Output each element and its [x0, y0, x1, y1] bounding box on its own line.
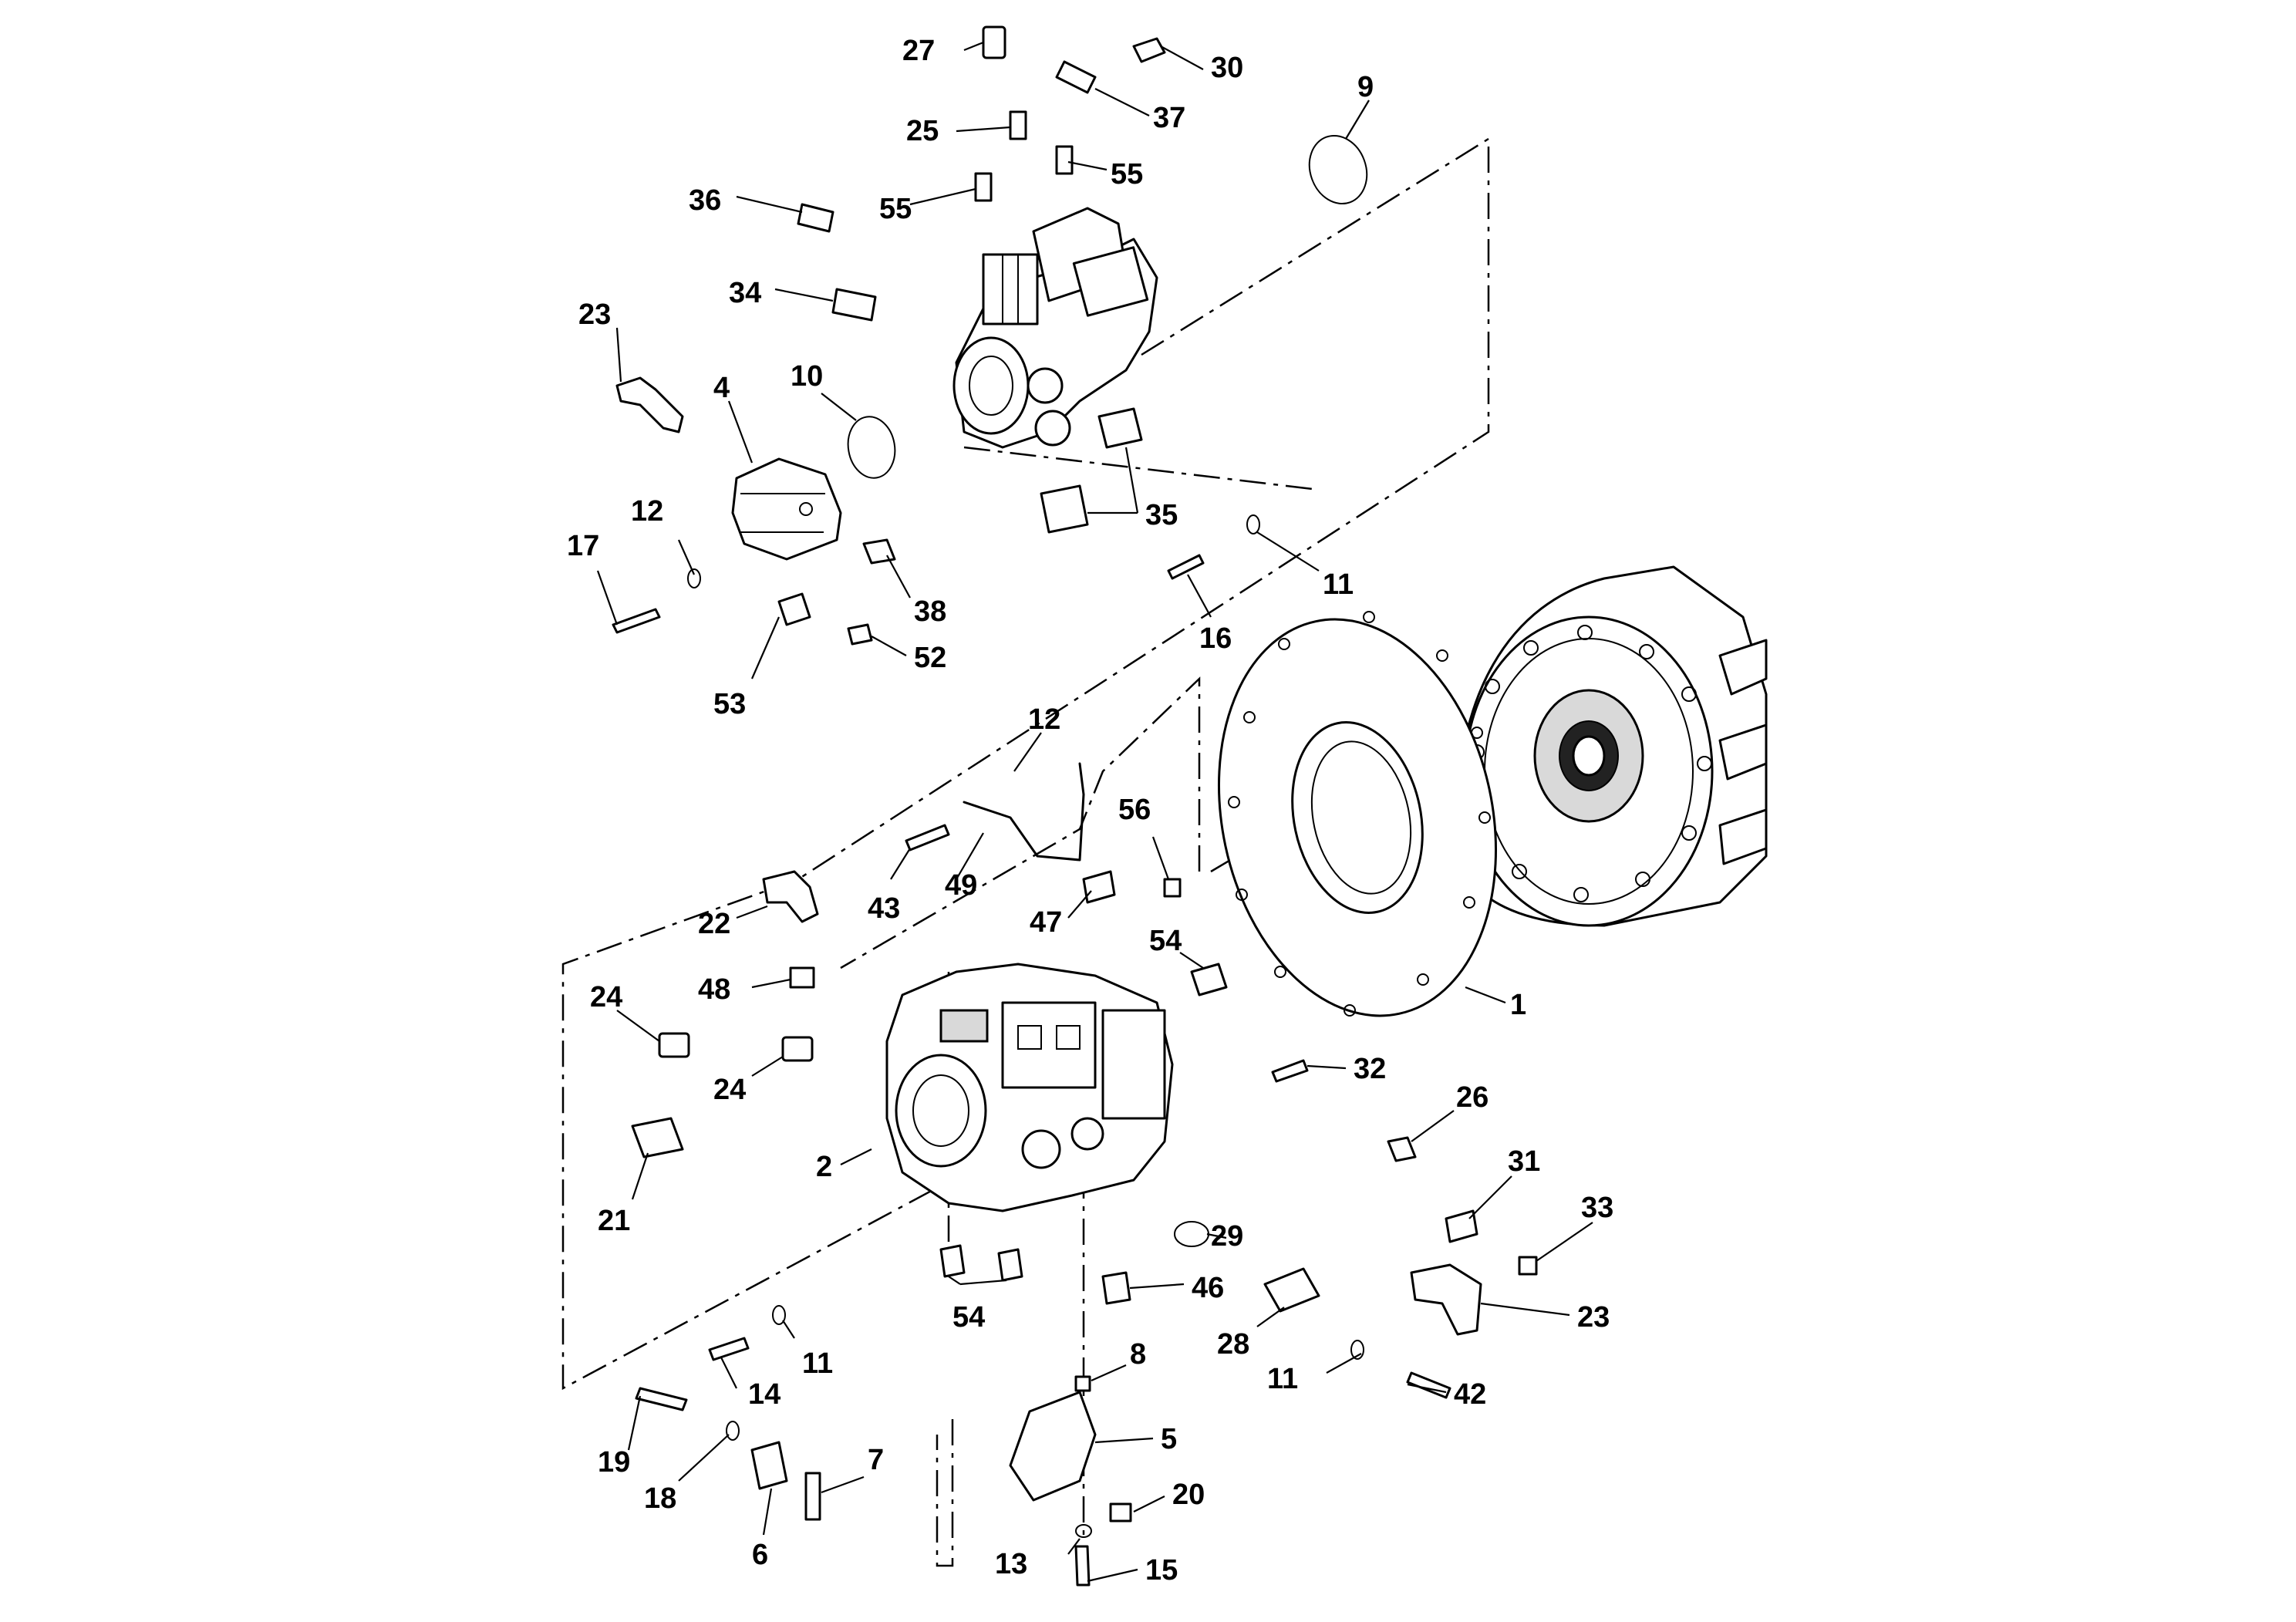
- callout-18: 18: [644, 1482, 676, 1515]
- callout-20: 20: [1172, 1479, 1205, 1511]
- callout-47: 47: [1030, 906, 1062, 939]
- callout-37: 37: [1153, 102, 1185, 134]
- callout-25: 25: [906, 115, 939, 147]
- callout-19: 19: [598, 1446, 630, 1479]
- callout-56: 56: [1118, 794, 1151, 826]
- callout-12b: 12: [1028, 703, 1060, 736]
- callout-54a: 54: [1149, 925, 1182, 957]
- callout-5: 5: [1161, 1423, 1177, 1455]
- callout-28: 28: [1217, 1328, 1249, 1361]
- callout-8: 8: [1130, 1338, 1146, 1371]
- callout-labels: 1 2 4 5 6 7 8 9 10 11 11 11 11 12 12 13 …: [567, 35, 1613, 1587]
- callout-9: 9: [1357, 71, 1374, 103]
- callout-30: 30: [1211, 52, 1243, 84]
- callout-52: 52: [914, 642, 946, 674]
- callout-46: 46: [1192, 1272, 1224, 1304]
- callout-49: 49: [945, 869, 977, 902]
- callout-38: 38: [914, 595, 946, 628]
- callout-35a: 35: [1145, 499, 1178, 531]
- charge-pump: [731, 457, 842, 561]
- upper-hydraulic-pump: [952, 207, 1158, 449]
- callout-32: 32: [1354, 1053, 1386, 1085]
- callout-54b: 54: [952, 1301, 985, 1334]
- callout-21: 21: [598, 1205, 630, 1237]
- callout-4: 4: [713, 372, 730, 404]
- callout-48: 48: [698, 973, 730, 1006]
- callout-1: 1: [1510, 989, 1526, 1021]
- callout-26: 26: [1456, 1081, 1489, 1114]
- callout-29: 29: [1211, 1220, 1243, 1253]
- engine-bell-housing: [1455, 565, 1768, 927]
- callout-6: 6: [752, 1539, 768, 1571]
- callout-23b: 23: [1577, 1301, 1610, 1334]
- callout-11a: 11: [1323, 568, 1354, 601]
- callout-12a: 12: [631, 495, 663, 528]
- callout-43: 43: [868, 892, 900, 925]
- callout-36: 36: [689, 184, 721, 217]
- callout-2: 2: [816, 1151, 832, 1183]
- callout-23a: 23: [578, 298, 611, 331]
- callout-42: 42: [1454, 1378, 1486, 1411]
- fittings: [612, 25, 1538, 1587]
- callout-22: 22: [698, 908, 730, 940]
- callout-7: 7: [868, 1444, 884, 1476]
- callout-24a: 24: [590, 981, 622, 1013]
- leader-lines: [596, 41, 1593, 1583]
- callout-16: 16: [1199, 622, 1232, 655]
- callout-17: 17: [567, 530, 599, 562]
- lower-hydraulic-pump: [885, 963, 1174, 1212]
- callout-27: 27: [902, 35, 935, 67]
- callout-33: 33: [1581, 1192, 1613, 1224]
- callout-11b: 11: [802, 1347, 833, 1380]
- callout-31: 31: [1508, 1145, 1540, 1178]
- callout-10: 10: [791, 360, 823, 393]
- callout-55a: 55: [879, 193, 912, 225]
- callout-11c: 11: [1267, 1363, 1298, 1395]
- callout-15: 15: [1145, 1554, 1178, 1587]
- callout-34: 34: [729, 277, 761, 309]
- adapter-flange-plate: [1217, 611, 1498, 1017]
- callout-24b: 24: [713, 1074, 746, 1106]
- callout-55b: 55: [1111, 158, 1143, 191]
- callout-53: 53: [713, 688, 746, 720]
- callout-14: 14: [748, 1378, 781, 1411]
- callout-13: 13: [995, 1548, 1027, 1580]
